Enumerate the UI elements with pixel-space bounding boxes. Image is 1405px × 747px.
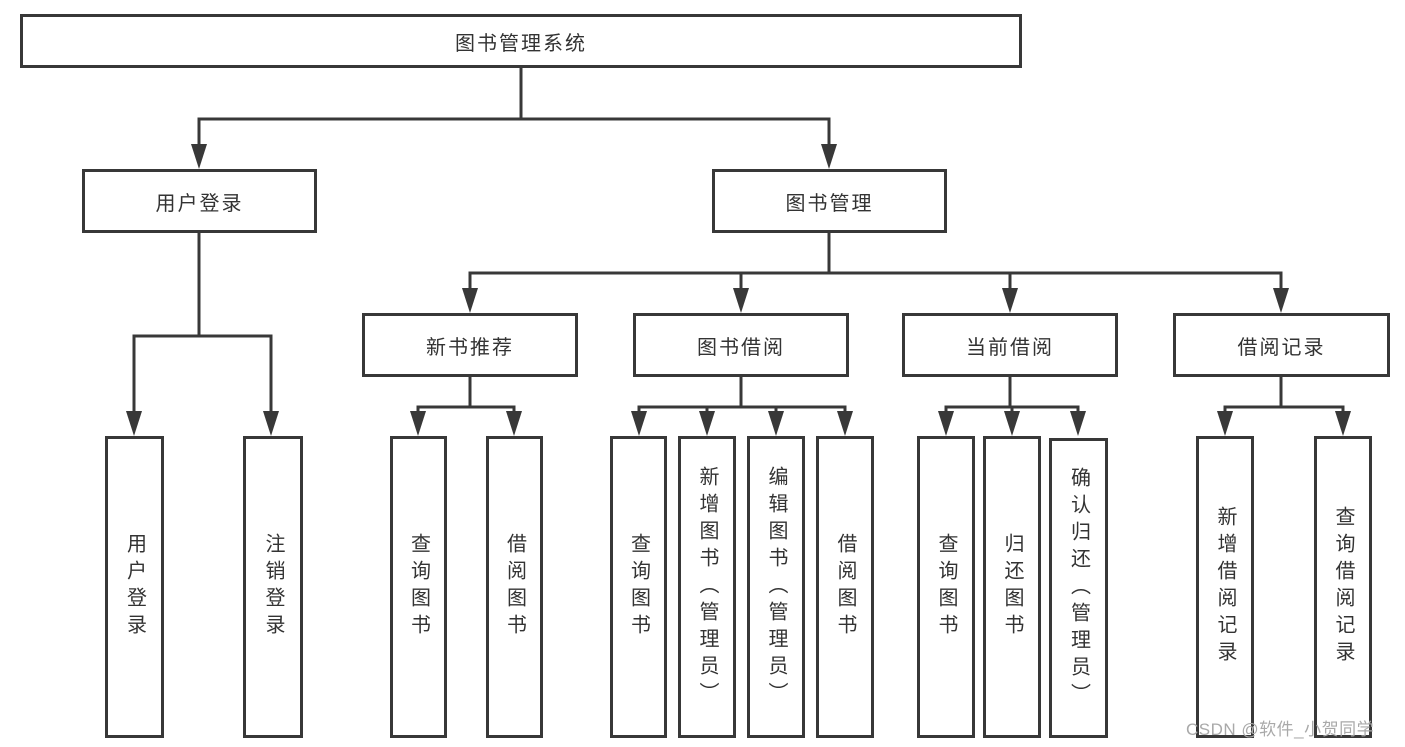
- leaf-current-confirm-return-admin: 确认归还（管理员）: [1049, 438, 1108, 738]
- node-current-borrow: 当前借阅: [902, 313, 1118, 377]
- leaf-records-query-record: 查询借阅记录: [1314, 436, 1372, 738]
- csdn-watermark: CSDN @软件_小贺同学: [1186, 720, 1375, 739]
- node-book-management: 图书管理: [712, 169, 947, 233]
- leaf-user-login: 用户登录: [105, 436, 164, 738]
- leaf-borrow-add-book-admin: 新增图书（管理员）: [678, 436, 736, 738]
- leaf-borrow-edit-book-admin: 编辑图书（管理员）: [747, 436, 805, 738]
- leaf-newbooks-query-book: 查询图书: [390, 436, 447, 738]
- node-user-login: 用户登录: [82, 169, 317, 233]
- node-library-system: 图书管理系统: [20, 14, 1022, 68]
- node-new-book-recommend: 新书推荐: [362, 313, 578, 377]
- node-borrow-records: 借阅记录: [1173, 313, 1390, 377]
- arrowheads: [126, 144, 1351, 436]
- leaf-borrow-borrow-book: 借阅图书: [816, 436, 874, 738]
- leaf-records-add-record: 新增借阅记录: [1196, 436, 1254, 738]
- leaf-current-query-book: 查询图书: [917, 436, 975, 738]
- leaf-logout: 注销登录: [243, 436, 303, 738]
- node-book-borrow: 图书借阅: [633, 313, 849, 377]
- leaf-borrow-query-book: 查询图书: [610, 436, 667, 738]
- leaf-current-return-book: 归还图书: [983, 436, 1041, 738]
- leaf-newbooks-borrow-book: 借阅图书: [486, 436, 543, 738]
